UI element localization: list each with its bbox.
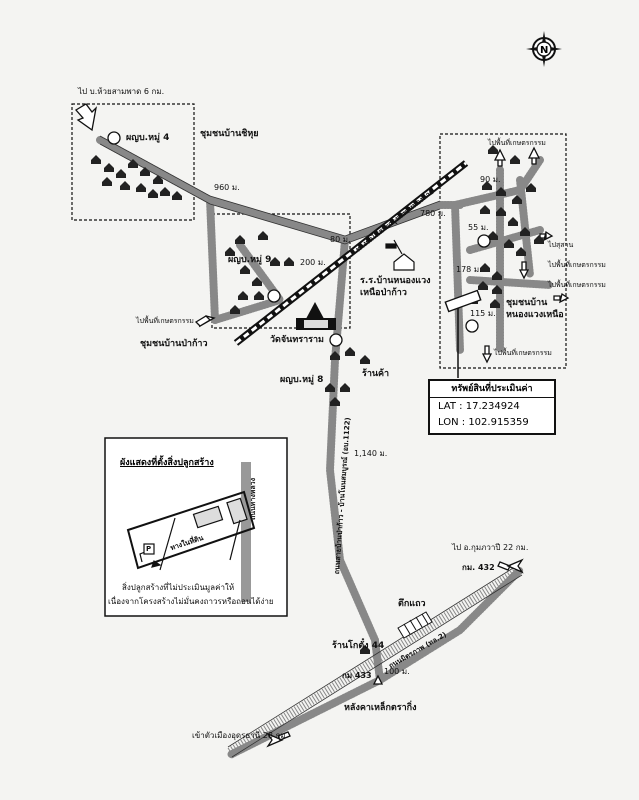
lat-label: LAT	[438, 401, 456, 412]
label-to-paddy-r1: ไปพื้นที่เกษตรกรรม	[488, 139, 546, 147]
inset-p-label: P	[146, 545, 152, 553]
temple-building	[296, 302, 336, 330]
label-shop-44: ร้านโกตั๋ง 44	[332, 641, 385, 651]
railway-line	[233, 160, 469, 346]
zone-nongwaeng	[439, 133, 567, 369]
label-village-head-8: ผญบ.หมู่ 8	[280, 375, 324, 385]
label-dist-1140: 1,140 ม.	[354, 449, 388, 458]
label-to-paddy-r2: ไปพื้นที่เกษตรกรรม	[548, 261, 606, 269]
label-dist-115: 115 ม.	[470, 309, 496, 318]
waypoint-markers	[107, 131, 491, 347]
property-title: ทรัพย์สินที่ประเมินค่า	[430, 381, 554, 398]
label-school: ร.ร.บ้านหนองแวง เหนือป่าก้าว	[360, 276, 431, 298]
main-road	[96, 136, 554, 759]
lat-value: 17.234924	[465, 401, 520, 412]
lon-row: LON : 102.915359	[438, 417, 529, 428]
inset-title: ผังแสดงที่ตั้งสิ่งปลูกสร้าง	[120, 458, 214, 468]
label-to-kumphawapi: ไป อ.กุมภวาปี 22 กม.	[452, 543, 529, 552]
label-to-paddy-r3: ไปพื้นที่เกษตรกรรม	[548, 281, 606, 289]
lon-label: LON	[438, 417, 459, 428]
north-letter: N	[540, 45, 548, 56]
label-to-udon: เข้าตัวเมืองอุดรธานี 28 กม.	[192, 731, 289, 740]
label-village-head-4: ผญบ.หมู่ 4	[126, 133, 170, 143]
inset-note-line2: เนื่องจากโครงสร้างไม่มั่นคงถาวรหรือถอนได…	[108, 597, 274, 606]
inset-note-line1: สิ่งปลูกสร้างที่ไม่ประเมินมูลค่าให้	[122, 583, 235, 592]
label-community-chilhur: ชุมชนบ้านชิหุย	[200, 129, 259, 139]
label-dist-90: 90 ม.	[480, 175, 501, 184]
label-dist-80: 80 ม.	[330, 235, 351, 244]
zone-chilhur	[71, 103, 195, 221]
lat-row: LAT : 17.234924	[438, 401, 520, 412]
label-to-cemetery: ไปสุสาน	[548, 241, 574, 249]
label-temple: วัดจันทราราม	[270, 335, 324, 345]
property-info-box: ทรัพย์สินที่ประเมินค่า LAT : 17.234924 L…	[428, 379, 556, 435]
label-to-paddy-left: ไปพื้นที่เกษตรกรรม	[136, 317, 194, 325]
lon-value: 102.915359	[468, 417, 529, 428]
label-dist-178: 178 ม.	[456, 265, 482, 274]
label-dist-55: 55 ม.	[468, 223, 489, 232]
shophouse-row	[397, 611, 433, 639]
school-building	[385, 239, 415, 271]
label-dist-200: 200 ม.	[300, 258, 326, 267]
houses	[91, 145, 544, 654]
label-community-nongwaeng: ชุมชนบ้าน หนองแวงเหนือ	[506, 298, 564, 320]
label-km-433: กม 433	[342, 671, 372, 680]
label-community-pakao: ชุมชนบ้านป่าก้าว	[140, 339, 208, 349]
label-shop-la: ร้านค้า	[362, 369, 390, 379]
label-steel-roof: หลังคาเหล็กตรากิ่ง	[344, 703, 417, 713]
property-parcel	[444, 289, 482, 378]
label-to-huai-sai: ไป บ.ห้วยสามพาด 6 กม.	[78, 87, 165, 96]
label-village-head-9: ผญบ.หมู่ 9	[228, 255, 272, 265]
label-to-paddy-r4: ไปพื้นที่เกษตรกรรม	[494, 349, 552, 357]
label-km-432: กม. 432	[462, 563, 495, 572]
highway	[227, 564, 523, 758]
label-dist-780: 780 ม.	[420, 209, 446, 218]
label-dist-100: 100 ม.	[384, 667, 410, 676]
label-tuk-row: ตึกแถว	[398, 599, 426, 609]
compass-rose	[526, 31, 562, 67]
label-dist-960: 960 ม.	[214, 183, 240, 192]
inset-plan	[126, 462, 256, 602]
inset-road-label: ถนนทางหลวง	[249, 477, 257, 520]
